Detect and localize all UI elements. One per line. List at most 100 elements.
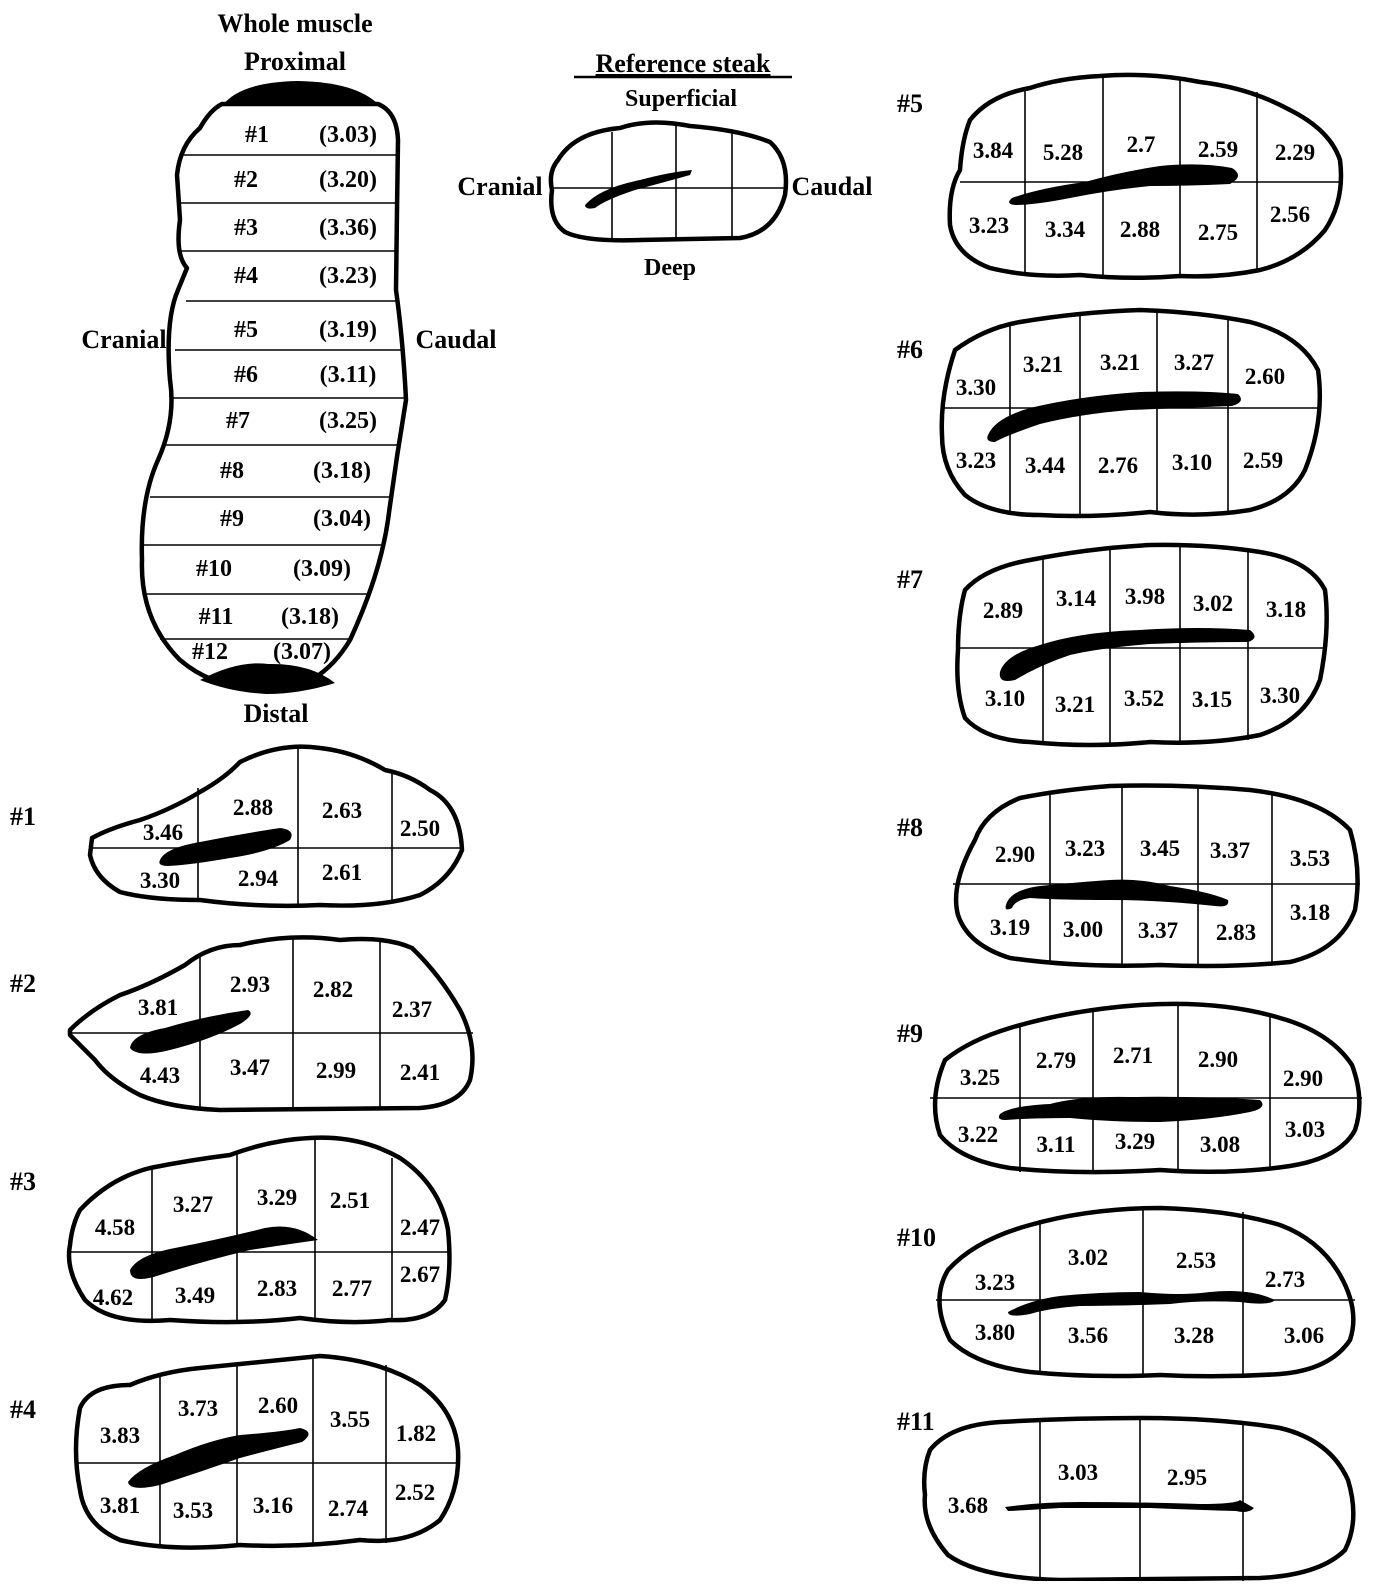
cell-value: 3.81 xyxy=(138,995,178,1020)
cell-value: 3.02 xyxy=(1193,591,1233,616)
steak-outline xyxy=(942,310,1320,516)
muscle-steak-number: #12 xyxy=(192,639,228,665)
cell-value: 2.94 xyxy=(238,866,279,891)
reference-steak-outline xyxy=(551,122,786,240)
cell-value: 3.34 xyxy=(1045,217,1086,242)
cell-value: 3.25 xyxy=(960,1065,1000,1090)
cell-value: 3.23 xyxy=(969,213,1009,238)
cell-value: 3.27 xyxy=(1174,350,1214,375)
steak-number: #3 xyxy=(10,1167,36,1196)
cell-value: 3.03 xyxy=(1058,1460,1098,1485)
whole-muscle-title: Whole muscle xyxy=(217,9,372,38)
cell-value: 2.90 xyxy=(1198,1047,1238,1072)
cell-value: 3.27 xyxy=(173,1192,213,1217)
cell-value: 2.95 xyxy=(1167,1465,1207,1490)
proximal-cap xyxy=(222,81,378,106)
steak-4: #4 3.83 3.73 2.60 3.55 1.82 3.81 3.53 3.… xyxy=(10,1356,458,1548)
cell-value: 3.53 xyxy=(1290,846,1330,871)
whole-muscle-caudal-label: Caudal xyxy=(416,325,497,354)
cell-value: 2.90 xyxy=(1283,1066,1323,1091)
cell-value: 2.89 xyxy=(983,598,1023,623)
cell-value: 3.83 xyxy=(100,1423,140,1448)
reference-steak: Reference steak Superficial Cranial Caud… xyxy=(457,49,872,281)
muscle-steak-mean-value: (3.19) xyxy=(319,317,377,343)
superficial-label: Superficial xyxy=(625,86,737,112)
cell-value: 2.71 xyxy=(1113,1043,1153,1068)
reference-caudal-label: Caudal xyxy=(792,172,873,201)
cell-value: 3.23 xyxy=(975,1270,1015,1295)
steak-outline xyxy=(957,545,1326,745)
cell-value: 2.56 xyxy=(1270,202,1310,227)
cell-value: 3.47 xyxy=(230,1055,270,1080)
cell-value: 3.08 xyxy=(1200,1132,1240,1157)
muscle-steak-number: #2 xyxy=(234,167,258,193)
steak-11: #11 3.68 3.03 2.95 xyxy=(897,1407,1353,1581)
cell-value: 3.00 xyxy=(1063,917,1103,942)
whole-muscle-cranial-label: Cranial xyxy=(81,325,166,354)
steak-number: #9 xyxy=(897,1019,923,1048)
cell-value: 2.61 xyxy=(322,860,362,885)
cell-value: 2.75 xyxy=(1198,220,1238,245)
muscle-steak-mean-value: (3.04) xyxy=(313,506,371,532)
cell-value: 3.98 xyxy=(1125,584,1165,609)
cell-value: 2.29 xyxy=(1275,140,1315,165)
muscle-steak-mean-value: (3.23) xyxy=(319,263,377,289)
cell-value: 2.83 xyxy=(257,1276,297,1301)
cell-value: 2.63 xyxy=(322,798,362,823)
steak-2: #2 3.81 2.93 2.82 2.37 4.43 3.47 2.99 2.… xyxy=(10,937,473,1110)
cell-value: 2.52 xyxy=(395,1480,435,1505)
cell-value: 3.30 xyxy=(140,868,180,893)
muscle-steak-mean-value: (3.03) xyxy=(319,122,377,148)
cell-value: 2.83 xyxy=(1216,920,1256,945)
cell-value: 3.10 xyxy=(1172,450,1212,475)
reference-steak-title: Reference steak xyxy=(596,49,771,78)
steak-outline xyxy=(76,1356,458,1548)
steak-number: #1 xyxy=(10,802,36,831)
cell-value: 2.7 xyxy=(1127,132,1156,157)
deep-label: Deep xyxy=(644,255,696,281)
cell-value: 3.46 xyxy=(143,820,183,845)
cell-value: 3.28 xyxy=(1174,1323,1214,1348)
muscle-steak-mean-value: (3.07) xyxy=(273,639,331,665)
cell-value: 3.53 xyxy=(173,1498,213,1523)
steak-number: #5 xyxy=(897,89,923,118)
cell-value: 3.52 xyxy=(1124,686,1164,711)
cell-value: 2.79 xyxy=(1036,1048,1076,1073)
cell-value: 3.16 xyxy=(253,1493,293,1518)
cell-value: 3.10 xyxy=(985,686,1025,711)
cell-value: 2.88 xyxy=(233,795,273,820)
cell-value: 2.59 xyxy=(1243,448,1283,473)
cell-value: 3.55 xyxy=(330,1407,370,1432)
distal-label: Distal xyxy=(244,699,309,728)
cell-value: 3.21 xyxy=(1055,692,1095,717)
cell-value: 3.03 xyxy=(1285,1117,1325,1142)
cell-value: 3.80 xyxy=(975,1320,1015,1345)
cell-value: 3.37 xyxy=(1138,918,1178,943)
cell-value: 2.47 xyxy=(400,1215,440,1240)
cell-value: 2.59 xyxy=(1198,137,1238,162)
cell-value: 2.90 xyxy=(995,842,1035,867)
muscle-steak-number: #10 xyxy=(196,556,232,582)
cell-value: 4.43 xyxy=(140,1063,180,1088)
cell-value: 2.60 xyxy=(1245,364,1285,389)
cell-value: 3.37 xyxy=(1210,838,1250,863)
cell-value: 3.23 xyxy=(956,448,996,473)
cell-value: 2.50 xyxy=(400,816,440,841)
steak-number: #11 xyxy=(897,1407,935,1436)
steak-outline xyxy=(924,1418,1353,1580)
cell-value: 3.15 xyxy=(1192,687,1232,712)
cell-value: 1.82 xyxy=(396,1421,436,1446)
cell-value: 3.18 xyxy=(1290,900,1330,925)
cell-value: 2.74 xyxy=(328,1496,369,1521)
cell-value: 3.30 xyxy=(1260,683,1300,708)
cell-value: 5.28 xyxy=(1043,140,1083,165)
cell-value: 3.44 xyxy=(1025,453,1066,478)
cell-value: 3.73 xyxy=(178,1396,218,1421)
whole-muscle: Whole muscle Proximal #1(3.03)#2(3.20)#3… xyxy=(81,9,496,728)
steak-7: #7 2.89 3.14 3.98 3.02 3.18 3.10 3.21 3.… xyxy=(897,545,1327,745)
cell-value: 3.11 xyxy=(1037,1132,1076,1157)
muscle-steak-number: #9 xyxy=(220,506,244,532)
cell-value: 3.30 xyxy=(956,375,996,400)
cell-value: 3.18 xyxy=(1266,597,1306,622)
